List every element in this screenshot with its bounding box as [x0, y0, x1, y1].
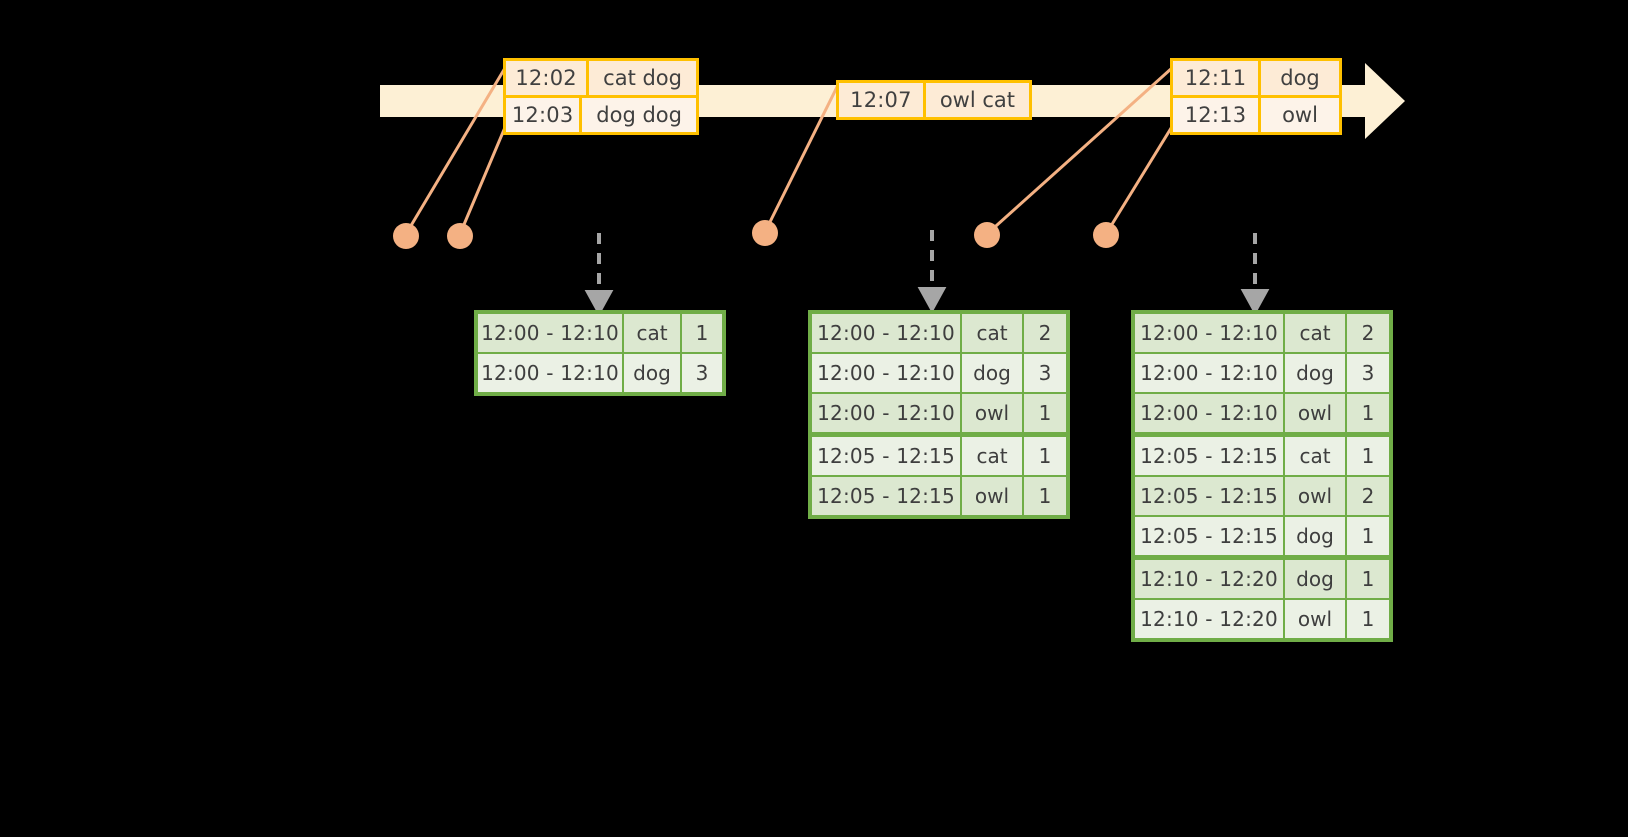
- count-cell: 3: [695, 361, 709, 385]
- result-arrow-3: [1240, 233, 1270, 316]
- event-row[interactable]: 12:03 dog dog: [506, 98, 696, 132]
- count-cell: 1: [1361, 401, 1375, 425]
- count-cell: 2: [1361, 484, 1375, 508]
- table-row[interactable]: 12:00 - 12:10 cat 1: [478, 314, 722, 354]
- table-row[interactable]: 12:00 - 12:10 dog 3: [1135, 354, 1389, 394]
- event-time: 12:03: [506, 98, 583, 132]
- result-arrows: [584, 230, 1270, 317]
- window-cell: 12:05 - 12:15: [1135, 477, 1285, 515]
- event-group-1[interactable]: 12:02 cat dog 12:03 dog dog: [503, 58, 699, 135]
- count-cell: 3: [1038, 361, 1052, 385]
- word-cell: owl: [1285, 477, 1347, 515]
- window-cell: 12:10 - 12:20: [1135, 600, 1285, 638]
- word-cell: owl: [962, 394, 1024, 432]
- window-cell: 12:00 - 12:10: [812, 354, 962, 392]
- table-row[interactable]: 12:05 - 12:15 owl 2: [1135, 477, 1389, 517]
- event-dot-3: [752, 220, 778, 246]
- word-cell: dog: [624, 354, 682, 392]
- count-cell: 1: [1361, 607, 1375, 631]
- event-time: 12:07: [839, 83, 926, 117]
- table-row[interactable]: 12:00 - 12:10 owl 1: [1135, 394, 1389, 437]
- window-cell: 12:05 - 12:15: [1135, 517, 1285, 555]
- result-arrow-2: [917, 230, 947, 314]
- event-group-2[interactable]: 12:07 owl cat: [836, 80, 1032, 120]
- count-cell: 1: [1361, 567, 1375, 591]
- event-row[interactable]: 12:13 owl: [1173, 98, 1339, 132]
- window-cell: 12:05 - 12:15: [812, 477, 962, 515]
- count-cell: 1: [1038, 401, 1052, 425]
- event-dot-4: [974, 222, 1000, 248]
- event-dots: [393, 220, 1119, 249]
- word-cell: cat: [624, 314, 682, 352]
- window-cell: 12:00 - 12:10: [812, 314, 962, 352]
- event-row[interactable]: 12:02 cat dog: [506, 61, 696, 98]
- window-cell: 12:00 - 12:10: [1135, 354, 1285, 392]
- event-words: cat dog: [603, 66, 682, 90]
- window-cell: 12:00 - 12:10: [478, 354, 624, 392]
- window-cell: 12:00 - 12:10: [1135, 394, 1285, 432]
- event-row[interactable]: 12:07 owl cat: [839, 83, 1029, 117]
- table-row[interactable]: 12:00 - 12:10 cat 2: [1135, 314, 1389, 354]
- result-table-2[interactable]: 12:00 - 12:10 cat 2 12:00 - 12:10 dog 3 …: [808, 310, 1070, 519]
- count-cell: 1: [695, 321, 709, 345]
- result-table-1[interactable]: 12:00 - 12:10 cat 1 12:00 - 12:10 dog 3: [474, 310, 726, 396]
- table-row[interactable]: 12:00 - 12:10 owl 1: [812, 394, 1066, 437]
- event-time: 12:02: [506, 61, 590, 95]
- table-row[interactable]: 12:05 - 12:15 cat 1: [812, 437, 1066, 477]
- table-row[interactable]: 12:05 - 12:15 cat 1: [1135, 437, 1389, 477]
- word-cell: cat: [1285, 437, 1347, 475]
- word-cell: dog: [1285, 354, 1347, 392]
- event-words: owl cat: [939, 88, 1015, 112]
- word-cell: owl: [1285, 394, 1347, 432]
- count-cell: 1: [1038, 444, 1052, 468]
- table-row[interactable]: 12:00 - 12:10 dog 3: [478, 354, 722, 392]
- event-words: owl: [1282, 103, 1318, 127]
- table-row[interactable]: 12:00 - 12:10 dog 3: [812, 354, 1066, 394]
- event-time: 12:13: [1173, 98, 1261, 132]
- count-cell: 3: [1361, 361, 1375, 385]
- word-cell: cat: [962, 314, 1024, 352]
- event-dot-2: [447, 223, 473, 249]
- word-cell: dog: [1285, 517, 1347, 555]
- count-cell: 1: [1361, 444, 1375, 468]
- table-row[interactable]: 12:00 - 12:10 cat 2: [812, 314, 1066, 354]
- window-cell: 12:10 - 12:20: [1135, 560, 1285, 598]
- word-cell: cat: [1285, 314, 1347, 352]
- table-row[interactable]: 12:05 - 12:15 dog 1: [1135, 517, 1389, 560]
- event-dot-5: [1093, 222, 1119, 248]
- table-row[interactable]: 12:10 - 12:20 dog 1: [1135, 560, 1389, 600]
- count-cell: 2: [1038, 321, 1052, 345]
- event-row[interactable]: 12:11 dog: [1173, 61, 1339, 98]
- word-cell: cat: [962, 437, 1024, 475]
- count-cell: 1: [1038, 484, 1052, 508]
- event-words: dog: [1280, 66, 1320, 90]
- window-cell: 12:00 - 12:10: [478, 314, 624, 352]
- event-dot-1: [393, 223, 419, 249]
- count-cell: 1: [1361, 524, 1375, 548]
- event-group-3[interactable]: 12:11 dog 12:13 owl: [1170, 58, 1342, 135]
- word-cell: owl: [962, 477, 1024, 515]
- table-row[interactable]: 12:10 - 12:20 owl 1: [1135, 600, 1389, 638]
- window-cell: 12:05 - 12:15: [812, 437, 962, 475]
- window-cell: 12:00 - 12:10: [1135, 314, 1285, 352]
- result-arrow-1: [584, 233, 614, 317]
- word-cell: dog: [1285, 560, 1347, 598]
- result-table-3[interactable]: 12:00 - 12:10 cat 2 12:00 - 12:10 dog 3 …: [1131, 310, 1393, 642]
- word-cell: dog: [962, 354, 1024, 392]
- count-cell: 2: [1361, 321, 1375, 345]
- window-cell: 12:05 - 12:15: [1135, 437, 1285, 475]
- window-cell: 12:00 - 12:10: [812, 394, 962, 432]
- word-cell: owl: [1285, 600, 1347, 638]
- table-row[interactable]: 12:05 - 12:15 owl 1: [812, 477, 1066, 515]
- event-words: dog dog: [596, 103, 682, 127]
- event-time: 12:11: [1173, 61, 1261, 95]
